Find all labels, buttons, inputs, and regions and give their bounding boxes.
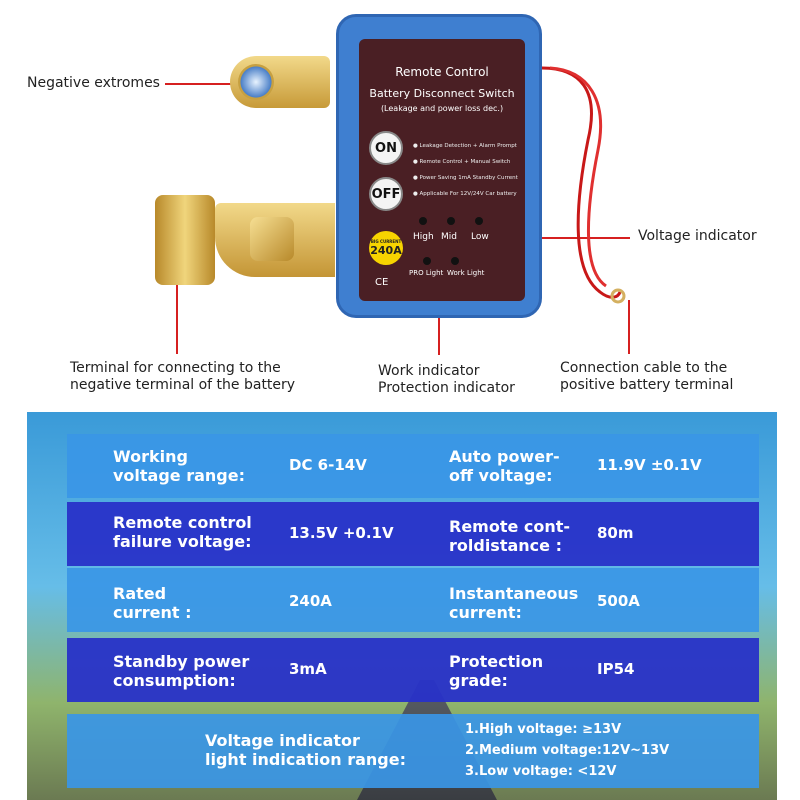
- device-note: (Leakage and power loss dec.): [380, 104, 504, 113]
- battery-clamp-terminal: [155, 195, 335, 285]
- work-indicator-label: Work indicator: [378, 363, 480, 379]
- negative-extreme-terminal: [230, 56, 330, 108]
- disconnect-switch-device: Remote Control Battery Disconnect Switch…: [336, 14, 542, 318]
- device-subtitle: Battery Disconnect Switch: [369, 87, 515, 100]
- clamp-icon: [155, 195, 215, 285]
- bolt-icon: [238, 64, 274, 100]
- ce-mark: CE: [375, 277, 389, 288]
- feature-1: ● Leakage Detection + Alarm Prompt: [413, 143, 517, 149]
- spec-value: 13.5V +0.1V: [289, 524, 394, 542]
- spec-key: Remote cont-roldistance :: [449, 517, 571, 555]
- pro-light-led: [423, 257, 431, 265]
- feature-3: ● Power Saving 1mA Standby Current: [413, 175, 518, 181]
- spec-value: 240A: [289, 592, 332, 610]
- mid-led: [447, 217, 455, 225]
- callout-line-cable: [628, 300, 630, 354]
- range-medium: 2.Medium voltage:12V~13V: [465, 743, 670, 758]
- terminal-label-line1: Terminal for connecting to the: [70, 360, 281, 376]
- high-label: High: [413, 232, 434, 242]
- off-button[interactable]: OFF: [369, 177, 403, 211]
- device-panel: Remote Control Battery Disconnect Switch…: [359, 39, 525, 301]
- work-light-label: Work Light: [447, 269, 485, 277]
- red-cable-icon: [541, 66, 626, 304]
- feature-2: ● Remote Control + Manual Switch: [413, 159, 511, 165]
- work-light-led: [451, 257, 459, 265]
- terminal-label-line2: negative terminal of the battery: [70, 377, 296, 393]
- spec-value: 500A: [597, 592, 640, 610]
- on-button[interactable]: ON: [369, 131, 403, 165]
- current-badge: BIG CURRENT 240A: [369, 231, 403, 265]
- mid-label: Mid: [441, 232, 457, 242]
- pro-light-label: PRO Light: [409, 269, 444, 277]
- nut-icon: [250, 217, 294, 261]
- range-high: 1.High voltage: ≥13V: [465, 722, 622, 737]
- device-title: Remote Control: [395, 65, 489, 79]
- callout-line-negative: [165, 83, 235, 85]
- callout-line-voltage: [460, 237, 630, 239]
- feature-4: ● Applicable For 12V/24V Car battery: [413, 191, 517, 197]
- spec-key: Auto power-off voltage:: [449, 447, 560, 485]
- negative-extremes-label: Negative extromes: [27, 75, 160, 91]
- spec-value: 80m: [597, 524, 634, 542]
- range-low: 3.Low voltage: <12V: [465, 764, 617, 779]
- spec-value: IP54: [597, 660, 635, 678]
- spec-value: DC 6-14V: [289, 456, 367, 474]
- low-label: Low: [471, 232, 489, 242]
- spec-value: 11.9V ±0.1V: [597, 456, 702, 474]
- spec-value: 3mA: [289, 660, 327, 678]
- cable-label-line2: positive battery terminal: [560, 377, 734, 393]
- voltage-indicator-label: Voltage indicator: [638, 228, 757, 244]
- callout-line-terminal: [176, 272, 178, 354]
- high-led: [419, 217, 427, 225]
- protection-indicator-label: Protection indicator: [378, 380, 515, 396]
- cable-label-line1: Connection cable to the: [560, 360, 728, 376]
- low-led: [475, 217, 483, 225]
